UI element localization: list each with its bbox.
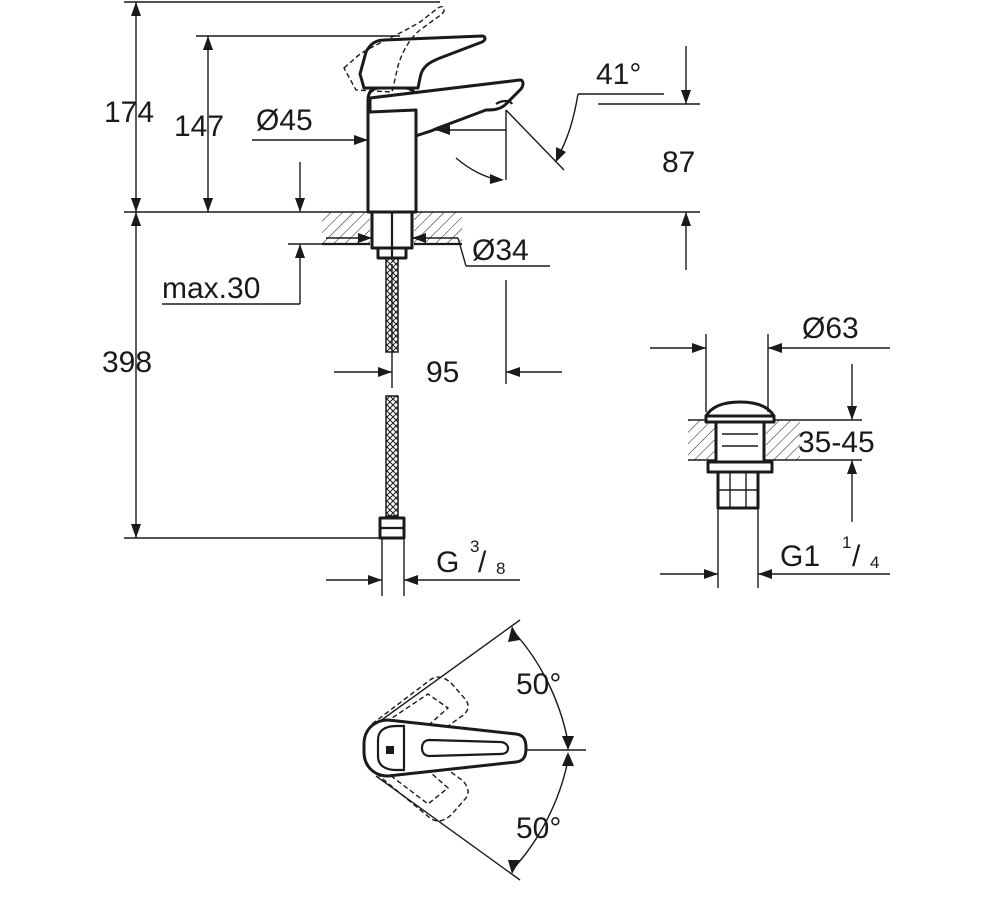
lever-handle [358,34,487,90]
label-spout-angle: 41° [596,58,641,91]
label-waste-thread-den: 4 [870,553,879,572]
label-hose-thread-num: 3 [470,537,479,556]
height-dimensions [124,1,700,596]
label-diameter-body: Ø45 [256,104,313,137]
lever-right-position [370,743,469,822]
faucet-spout [368,78,525,138]
label-spout-reach: 95 [426,356,459,389]
waste-drain-view [688,400,800,510]
label-lever-angle-top: 50° [516,668,561,701]
label-waste-diameter: Ø63 [802,312,859,345]
label-spout-height: 87 [662,146,695,179]
hose-lower [385,395,399,517]
label-height-total: 174 [104,96,154,129]
label-hose-thread: G [436,546,459,579]
label-diameter-base: Ø34 [472,234,529,267]
basin-right [766,420,800,460]
faucet-side-view [322,5,525,540]
lever-indicator [386,746,394,754]
waste-body [714,420,766,464]
label-hose-thread-den: 8 [496,559,505,578]
lever-top-view [362,619,586,881]
label-max-thickness: max.30 [162,272,260,305]
label-overall-depth: 398 [102,346,152,379]
lever-raised-outline [343,5,445,93]
label-waste-thread: G1 [780,540,820,573]
label-hose-thread-slash: / [478,546,487,579]
label-waste-thread-num: 1 [842,533,851,552]
label-lever-angle-bottom: 50° [516,812,561,845]
label-waste-thread-slash: / [852,540,861,573]
waste-plug [704,400,776,418]
basin-left [688,420,718,460]
waste-dimensions [650,334,890,588]
label-height-spout: 147 [174,110,224,143]
label-waste-range: 35-45 [798,426,875,459]
